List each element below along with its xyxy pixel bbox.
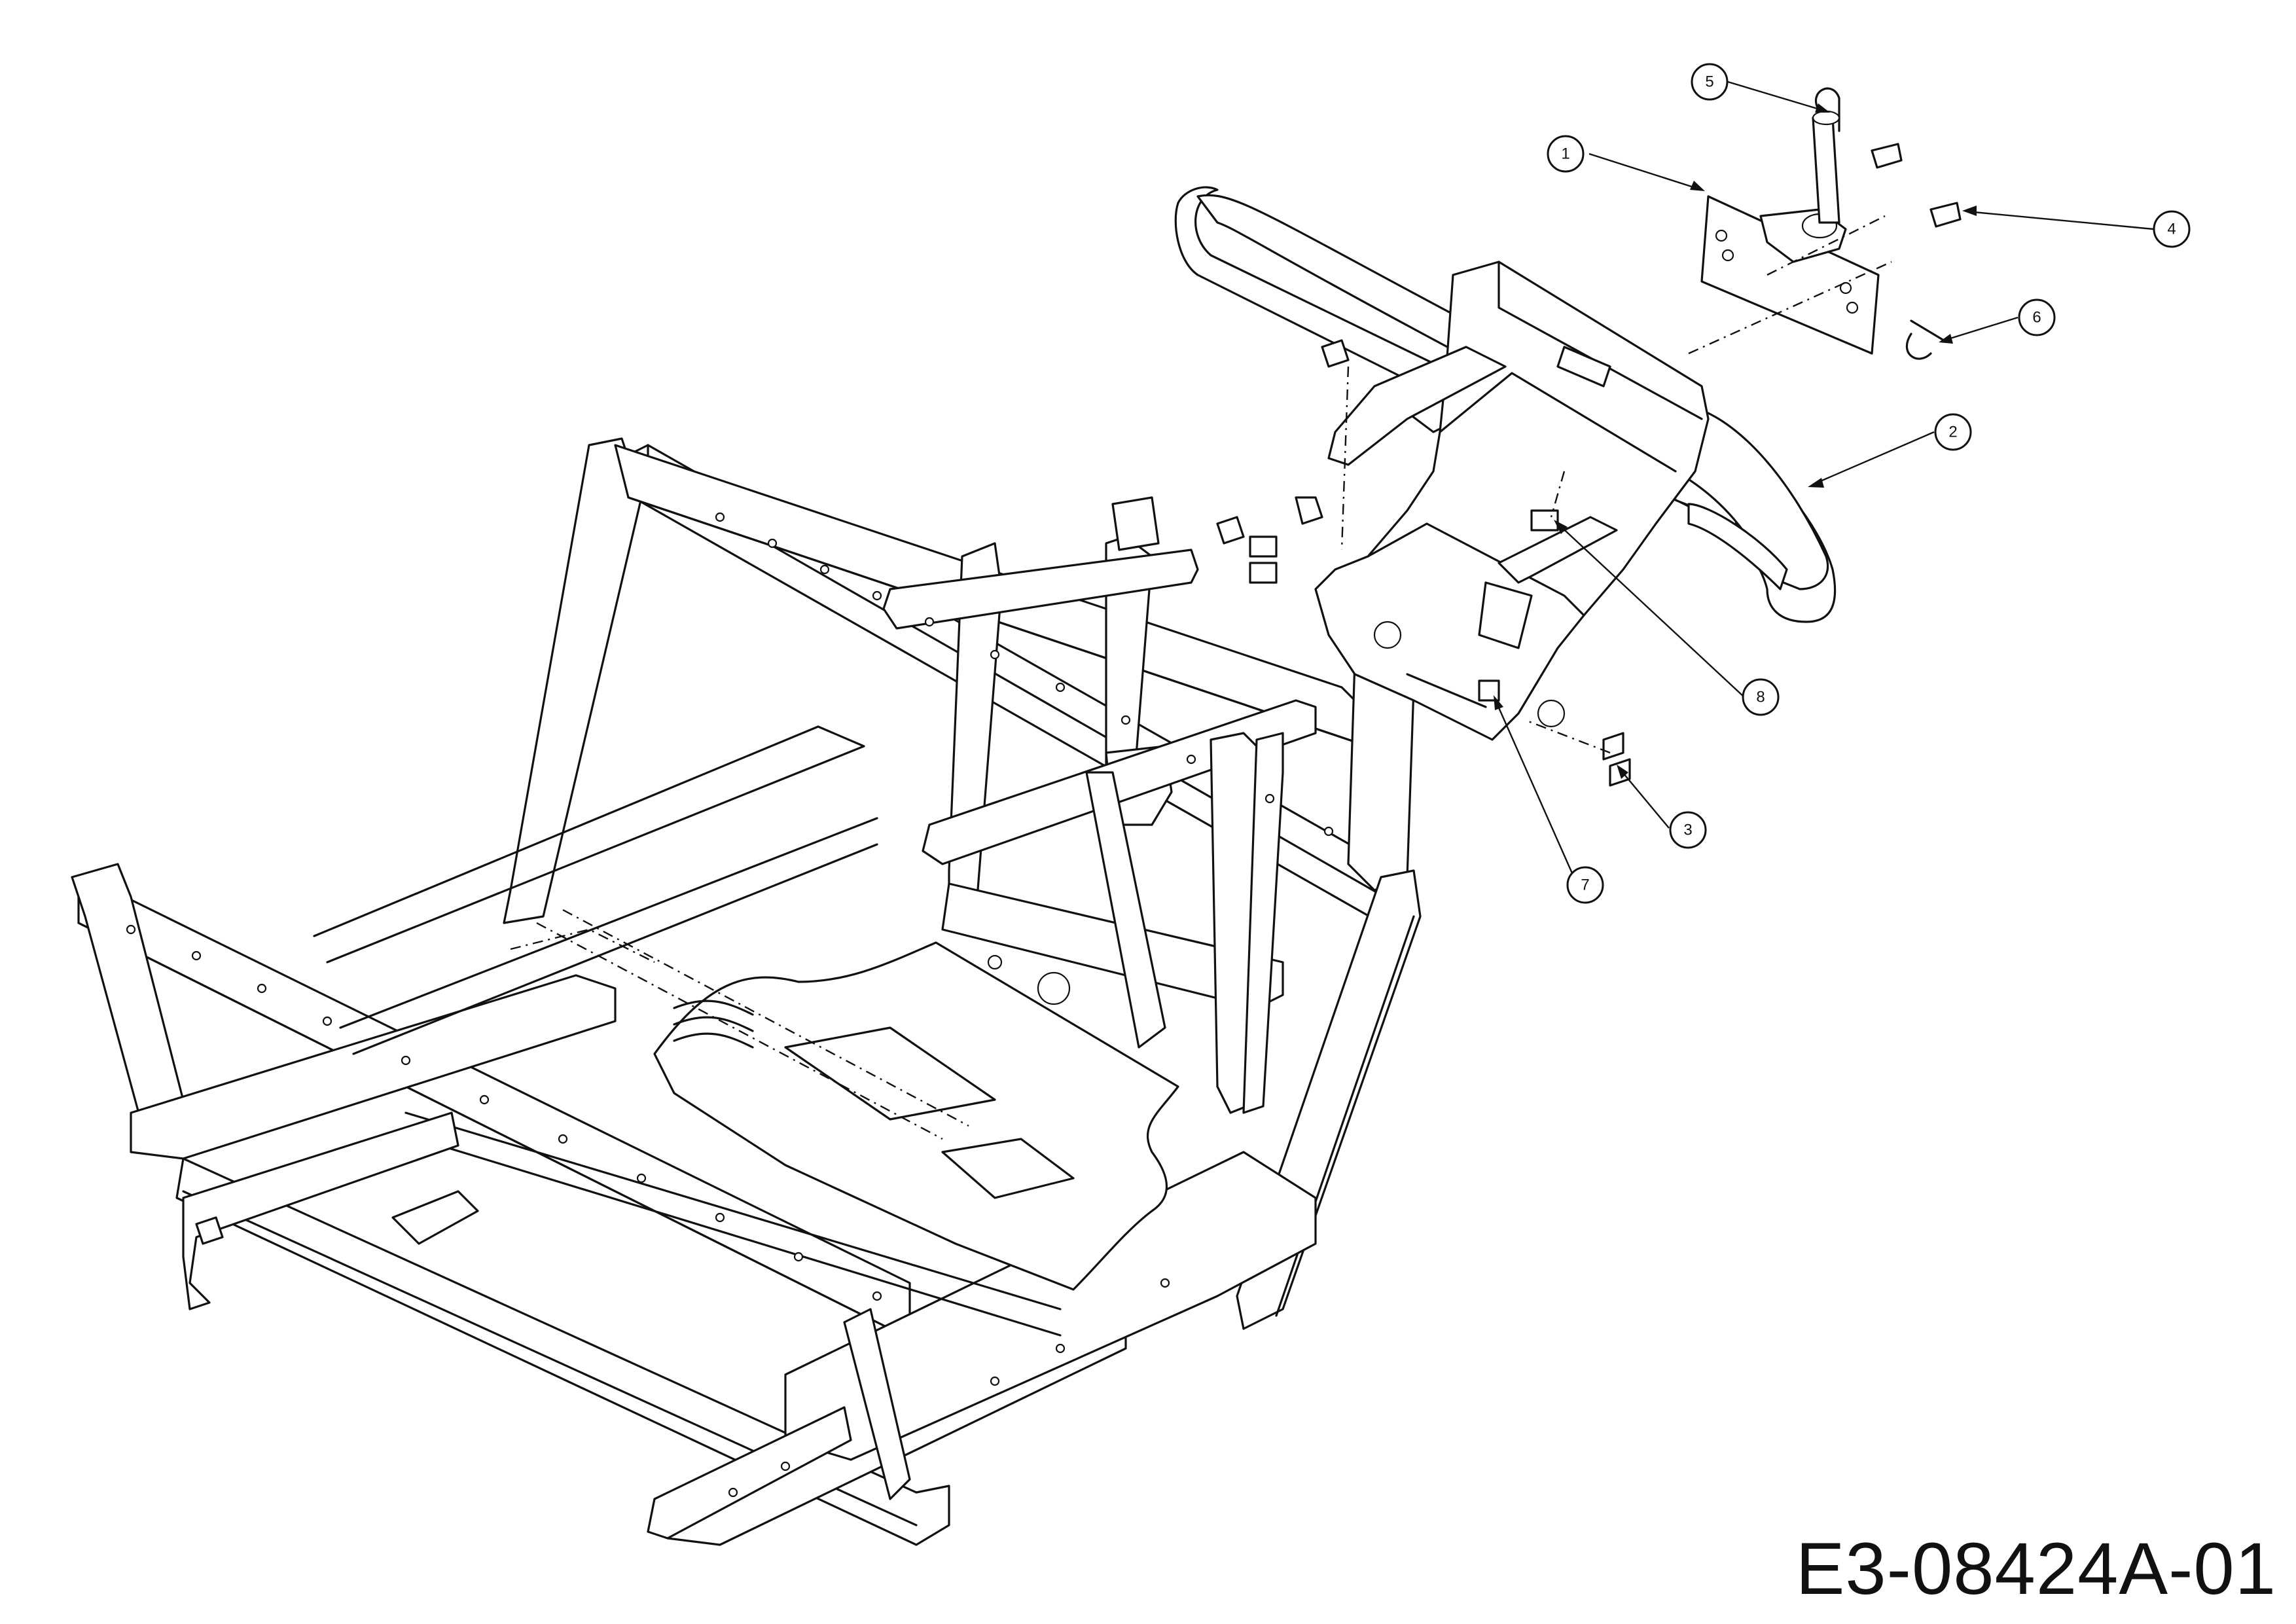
callout-6: 6 xyxy=(1939,298,2056,344)
chassis-frame xyxy=(71,437,1422,1546)
callout-label-6: 6 xyxy=(2032,309,2041,327)
callout-label-3: 3 xyxy=(1683,821,1692,839)
callout-2: 2 xyxy=(1808,413,1972,488)
callout-label-7: 7 xyxy=(1581,876,1589,894)
bumper-assembly xyxy=(1174,87,1962,787)
drawing-number: E3-08424A-01 xyxy=(1795,1528,2276,1610)
callout-8: 8 xyxy=(1554,520,1780,716)
callout-label-5: 5 xyxy=(1705,73,1713,91)
callout-3: 3 xyxy=(1617,765,1707,849)
callout-label-4: 4 xyxy=(2167,221,2176,238)
callout-4: 4 xyxy=(1962,206,2191,248)
callout-7: 7 xyxy=(1494,695,1604,904)
callout-label-2: 2 xyxy=(1948,424,1957,441)
callout-label-8: 8 xyxy=(1756,689,1765,706)
callout-label-1: 1 xyxy=(1561,145,1570,163)
callout-1: 1 xyxy=(1547,135,1705,191)
callouts: 1 2 3 4 5 xyxy=(1494,63,2191,904)
callout-5: 5 xyxy=(1691,63,1830,113)
